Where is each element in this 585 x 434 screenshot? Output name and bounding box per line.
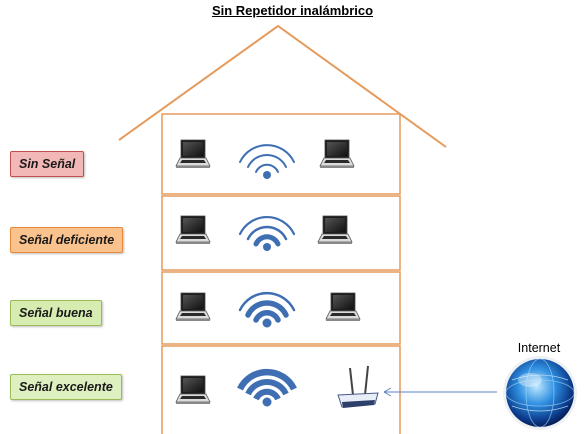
diagram-title: Sin Repetidor inalámbrico xyxy=(211,3,374,18)
laptop-icon xyxy=(175,292,211,322)
room-3 xyxy=(161,345,401,434)
connection-arrow xyxy=(383,387,497,397)
laptop-icon xyxy=(325,292,361,322)
room-label-senal-excelente: Señal excelente xyxy=(10,374,122,400)
laptop-icon xyxy=(317,215,353,245)
router-icon xyxy=(337,365,379,408)
room-label-senal-deficiente: Señal deficiente xyxy=(10,227,124,253)
wifi-icon xyxy=(238,291,296,328)
wifi-icon xyxy=(239,144,295,179)
wifi-icon xyxy=(237,368,297,407)
wifi-icon xyxy=(238,216,296,251)
globe-icon xyxy=(503,356,577,430)
laptop-icon xyxy=(319,139,355,169)
internet-label: Internet xyxy=(517,341,561,355)
laptop-icon xyxy=(175,139,211,169)
room-1 xyxy=(161,195,401,271)
laptop-icon xyxy=(175,375,211,405)
room-0 xyxy=(161,113,401,195)
room-label-sin-senal: Sin Señal xyxy=(10,151,85,177)
room-label-senal-buena: Señal buena xyxy=(10,300,102,326)
house-roof xyxy=(118,24,447,148)
laptop-icon xyxy=(175,215,211,245)
room-2 xyxy=(161,271,401,345)
